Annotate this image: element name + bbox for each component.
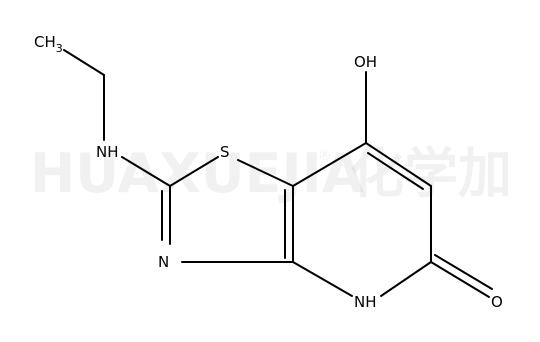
watermark: HUAXUEJIA ® 化学加 (30, 142, 512, 205)
bond-nh-c2 (121, 156, 171, 187)
atom-ch3-symbol: CH (34, 33, 56, 51)
bonds (63, 49, 493, 298)
bond-c5-o-inner (434, 254, 493, 290)
atom-hydroxyl: OH (354, 53, 377, 71)
bond-c3a-nh (292, 261, 353, 297)
bond-c7a-c7 (292, 142, 367, 187)
bond-s-c7a (237, 159, 294, 187)
atom-labels: CH3 NH S OH N NH O (34, 33, 503, 311)
atom-carbonyl-oxygen: O (491, 293, 503, 311)
atom-nh-amine: NH (96, 143, 119, 161)
atom-ring-nitrogen: N (158, 253, 169, 271)
watermark-registered: ® (318, 148, 332, 164)
bond-c5-o (430, 261, 490, 298)
atom-ch3: CH3 (34, 33, 63, 55)
atom-sulfur: S (220, 143, 230, 161)
watermark-latin: HUAXUEJIA (30, 142, 364, 205)
atom-ring-nh: NH (354, 293, 377, 311)
bond-c7-c6 (365, 142, 432, 187)
bond-ch3-ch2 (63, 49, 105, 76)
atom-ch3-subscript: 3 (56, 42, 63, 55)
bond-c2-s (169, 156, 219, 187)
bond-nh-c5 (380, 261, 432, 297)
bond-c7-c6-inner (367, 152, 424, 190)
